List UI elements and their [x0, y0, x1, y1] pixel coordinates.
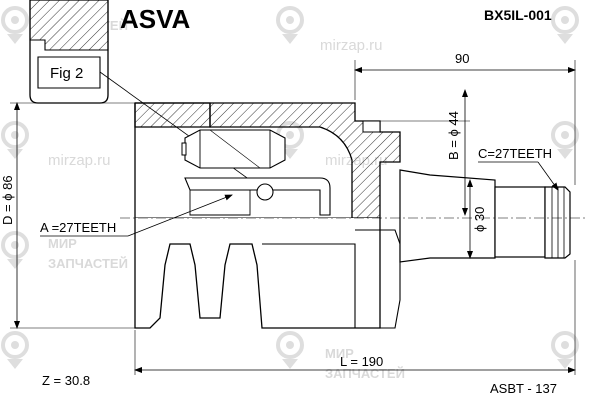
watermark-line2: ЗАПЧАСТЕЙ: [48, 256, 128, 271]
drawing-code: ASBT - 137: [490, 381, 557, 396]
fig-label: Fig 2: [50, 65, 83, 82]
rubber-boot: [134, 218, 401, 329]
brand-title: ASVA: [120, 4, 191, 34]
watermark-site: mirzap.ru: [320, 37, 383, 54]
watermark-line1: МИР: [325, 346, 354, 361]
watermark-site: mirzap.ru: [48, 152, 111, 169]
dim-90: 90: [354, 51, 576, 185]
watermark-logo-icon: [551, 331, 579, 371]
inner-race: [181, 129, 331, 216]
watermark-logo-icon: [276, 6, 304, 46]
dim-c: C=27TEETH: [478, 146, 559, 191]
dim-shaft-label: ϕ 30: [472, 207, 487, 232]
watermark-logo-icon: [551, 6, 579, 46]
dim-a: A =27TEETH: [40, 194, 233, 237]
dim-shaft: ϕ 30: [467, 179, 487, 259]
dim-a-label: A =27TEETH: [40, 220, 116, 235]
watermark-logo-icon: [1, 121, 29, 161]
fig-leader-line: [99, 71, 269, 194]
part-number: BX5IL-001: [484, 7, 552, 23]
outer-race-housing: [134, 102, 401, 219]
spline-end: [544, 186, 571, 259]
fig-hatched-profile: [29, 0, 109, 51]
dim-b: B = ϕ 44: [380, 89, 470, 216]
watermark-logo-icon: [276, 331, 304, 371]
dim-d-label: D = ϕ 86: [0, 175, 15, 225]
watermark-logo-icon: [1, 231, 29, 271]
z-value: Z = 30.8: [42, 373, 90, 388]
ball-bearing: [256, 183, 274, 201]
dim-c-label: C=27TEETH: [478, 146, 552, 161]
watermark-logo-icon: [1, 6, 29, 46]
watermark-logo-icon: [1, 331, 29, 371]
watermark-line1: МИР: [48, 236, 77, 251]
dim-b-label: B = ϕ 44: [446, 111, 461, 160]
dim-overall-length-label: L = 190: [340, 354, 383, 369]
dim-top-length-label: 90: [455, 51, 469, 66]
dim-l: L = 190: [134, 260, 576, 375]
watermark-logo-icon: [551, 121, 579, 161]
fig-inset: Fig 2: [29, 0, 269, 194]
dim-d: D = ϕ 86: [0, 102, 135, 329]
